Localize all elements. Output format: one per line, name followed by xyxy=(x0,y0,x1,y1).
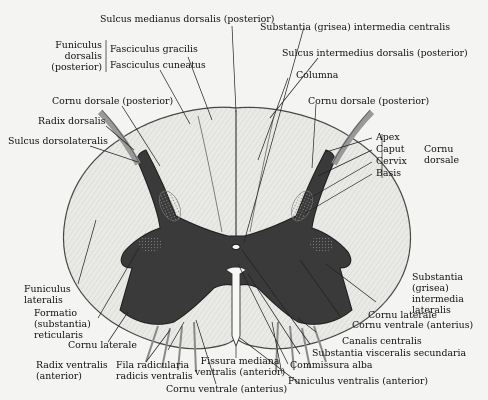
ventral-median-fissure xyxy=(225,266,247,348)
label-funiculus-lateralis: Funiculus lateralis xyxy=(24,284,71,306)
label-funiculus-ventralis: Funiculus ventralis (anterior) xyxy=(288,376,429,387)
dorsal-root-left-line xyxy=(101,109,141,165)
dorsal-root-right xyxy=(331,109,375,166)
label-cornu-dorsale-left: Cornu dorsale (posterior) xyxy=(52,96,174,107)
label-radix-ventralis: Radix ventralis (anterior) xyxy=(36,360,108,382)
reticular-formation-left xyxy=(138,236,162,252)
label-funiculus-dorsalis: Funiculus dorsalis (posterior) xyxy=(51,40,102,73)
label-sulcus-dorsolateralis: Sulcus dorsolateralis xyxy=(8,136,108,147)
label-cornu-ventrale-right: Cornu ventrale (anterius) xyxy=(352,320,474,331)
label-substantia-intermedia-centralis: Substantia (grisea) intermedia centralis xyxy=(260,22,451,33)
intermediate-septum-right xyxy=(249,115,275,233)
label-apex: Apex xyxy=(376,132,400,143)
label-substantia-visceralis-secundaria: Substantia visceralis secundaria xyxy=(312,348,467,359)
substantia-gelatinosa-right xyxy=(291,190,313,222)
label-basis: Basis xyxy=(376,168,402,179)
label-cornu-laterale-left: Cornu laterale xyxy=(68,340,137,351)
label-fasciculus-cuneatus: Fasciculus cuneatus xyxy=(110,60,206,71)
label-cornu-laterale-right: Cornu laterale xyxy=(368,310,437,321)
label-cornu-dorsale-group: Cornu dorsale xyxy=(424,144,460,166)
label-canalis-centralis: Canalis centralis xyxy=(342,336,422,347)
label-columna: Columna xyxy=(296,70,339,81)
label-commissura-alba: Commissura alba xyxy=(290,360,373,371)
label-fissura-mediana-ventralis: Fissura mediana ventralis (anterior) xyxy=(194,356,286,378)
label-formatio-reticularis: Formatio (substantia) reticularis xyxy=(34,308,91,341)
label-cornu-ventrale-bottom: Cornu ventrale (anterius) xyxy=(166,384,288,395)
label-caput: Caput xyxy=(376,144,405,155)
dorsal-root-right-line xyxy=(331,109,371,165)
intermediate-septum-left xyxy=(197,115,223,233)
central-canal xyxy=(231,244,241,250)
label-fila-radicularia: Fila radicularia radicis ventralis xyxy=(116,360,193,382)
label-cervix: Cervix xyxy=(376,156,407,167)
label-fasciculus-gracilis: Fasciculus gracilis xyxy=(110,44,198,55)
leader-lines xyxy=(77,25,383,385)
label-sulcus-medianus-dorsalis: Sulcus medianus dorsalis (posterior) xyxy=(100,14,275,25)
ventral-root-filaments-left xyxy=(145,321,197,373)
label-substantia-intermedia-lateralis: Substantia (grisea) intermedia lateralis xyxy=(412,272,464,316)
label-radix-dorsalis: Radix dorsalis xyxy=(38,116,106,127)
label-cornu-dorsale-right: Cornu dorsale (posterior) xyxy=(308,96,430,107)
dorsal-root-left xyxy=(97,109,141,166)
reticular-formation-right xyxy=(310,236,334,252)
substantia-gelatinosa-left xyxy=(159,190,181,222)
label-sulcus-intermedius-dorsalis: Sulcus intermedius dorsalis (posterior) xyxy=(282,48,468,59)
